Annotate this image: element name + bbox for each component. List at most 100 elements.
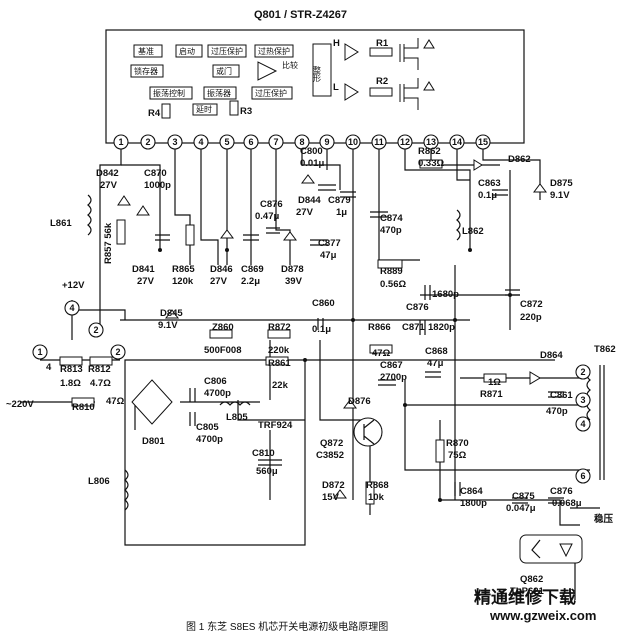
cap-c869 xyxy=(243,234,259,241)
zener-d844 xyxy=(301,174,315,184)
label-12v: +12V xyxy=(62,280,85,291)
label-c870-v: 1000p xyxy=(144,180,171,191)
label-r813: R813 xyxy=(60,364,83,375)
ic-pin-2-label: 2 xyxy=(145,137,150,147)
cap-c875 xyxy=(512,497,528,504)
label-c861: C861 xyxy=(550,390,573,401)
label-r865-v: 120k xyxy=(172,276,194,287)
label-c860: C860 xyxy=(312,298,335,309)
resistor-r870 xyxy=(435,439,445,463)
cap-c870 xyxy=(155,234,170,241)
label-l806: L806 xyxy=(88,476,110,487)
ic-pin-row: 1 2 3 4 5 6 7 8 9 10 11 12 13 14 15 xyxy=(113,134,491,150)
ic-pin-9-label: 9 xyxy=(324,137,329,147)
label-node-4-top: 4 xyxy=(69,303,74,313)
label-d841: D841 xyxy=(132,264,155,275)
inductor-l861 xyxy=(87,194,92,236)
label-r862-v: 0.33Ω xyxy=(418,158,444,169)
transistor-q872-body xyxy=(353,417,383,447)
label-220v: ~220V xyxy=(6,399,34,410)
label-c875-v: 0.047μ xyxy=(506,503,536,514)
ic-pin-5-label: 5 xyxy=(224,137,229,147)
block-qidong: 启动 xyxy=(175,44,203,58)
label-c879: C879 xyxy=(328,195,351,206)
label-d844-v: 27V xyxy=(296,207,314,218)
label-node-2-top: 2 xyxy=(93,325,98,335)
label-r4: R4 xyxy=(148,108,161,119)
label-c877-v: 47μ xyxy=(320,250,337,261)
block-guoya1-label: 过压保护 xyxy=(211,46,243,56)
label-c871-v: 1820p xyxy=(428,322,455,333)
mosfet-high-symbol xyxy=(399,38,419,70)
block-qidong-label: 启动 xyxy=(179,46,195,56)
label-d846: D846 xyxy=(210,264,233,275)
ic-outline xyxy=(105,29,525,144)
resistor-r2 xyxy=(369,87,393,97)
label-d842: D842 xyxy=(96,168,119,179)
label-node-t2: 2 xyxy=(580,367,585,377)
label-c864-v: 1800p xyxy=(460,498,487,509)
label-c876a: C876 xyxy=(260,199,283,210)
resistor-r810 xyxy=(71,397,95,407)
label-c876b: C876 xyxy=(406,302,429,313)
label-c872: C872 xyxy=(520,299,543,310)
label-r870: R870 xyxy=(446,438,469,449)
label-d801: D801 xyxy=(142,436,165,447)
inductor-l862 xyxy=(456,209,461,241)
label-d875: D875 xyxy=(550,178,573,189)
label-c805-v: 4700p xyxy=(196,434,223,445)
label-l862: L862 xyxy=(462,226,484,237)
block-guoya2-label: 过压保护 xyxy=(255,88,287,98)
label-c875: C875 xyxy=(512,491,535,502)
label-c871: C871 xyxy=(402,322,425,333)
resistor-r866 xyxy=(369,344,393,354)
cap-c867 xyxy=(378,379,396,386)
block-guore: 过热保护 xyxy=(254,44,294,58)
ic-pin-14-label: 14 xyxy=(452,137,462,147)
label-d844: D844 xyxy=(298,195,321,206)
label-c805: C805 xyxy=(196,422,219,433)
transistor-q872-leads xyxy=(363,419,375,445)
node-t3 xyxy=(575,392,591,408)
transformer-t862-core xyxy=(599,365,605,480)
label-r866: R866 xyxy=(368,322,391,333)
label-c874: C874 xyxy=(380,213,403,224)
label-c874-v: 470p xyxy=(380,225,402,236)
node-t2 xyxy=(575,364,591,380)
label-c806-v: 4700p xyxy=(204,388,231,399)
label-r872-v: 220k xyxy=(268,345,290,356)
ic-q801: 基准 启动 过压保护 过热保护 锁存器 或门 比较 振荡控制 xyxy=(105,29,525,150)
label-h: H xyxy=(333,38,340,49)
label-c867-v: 2700p xyxy=(380,372,407,383)
label-d842-v: 27V xyxy=(100,180,118,191)
label-r871: R871 xyxy=(480,389,503,400)
node-t4 xyxy=(575,416,591,432)
component-symbols xyxy=(32,159,605,564)
zener-d845 xyxy=(165,309,179,319)
label-r868-v: 10k xyxy=(368,492,385,503)
label-r2: R2 xyxy=(376,76,388,87)
ic-pin-4-label: 4 xyxy=(198,137,203,147)
label-d876: D876 xyxy=(348,396,371,407)
node-4-top xyxy=(64,300,80,316)
label-q872-v: C3852 xyxy=(316,450,344,461)
cap-c863 xyxy=(492,189,508,196)
label-d846-v: 27V xyxy=(210,276,228,287)
driver-h-symbol xyxy=(344,43,359,61)
node-2-top xyxy=(88,322,104,338)
label-c876b-v: 1680p xyxy=(432,289,459,300)
ic-pin-2 xyxy=(140,134,156,150)
block-zhengxing-label: 整形 xyxy=(313,65,322,83)
resistor-r862 xyxy=(419,159,443,169)
resistor-r1 xyxy=(369,47,393,57)
label-r889-v: 0.56Ω xyxy=(380,279,406,290)
label-r872: R872 xyxy=(268,322,291,333)
label-c800: C800 xyxy=(300,146,323,157)
cap-c876b xyxy=(424,285,431,300)
label-l861: L861 xyxy=(50,218,72,229)
resistor-r871 xyxy=(483,373,507,383)
label-c863: C863 xyxy=(478,178,501,189)
node-2-right xyxy=(110,344,126,360)
ic-pin-3-label: 3 xyxy=(172,137,177,147)
diode-d876 xyxy=(343,399,357,409)
